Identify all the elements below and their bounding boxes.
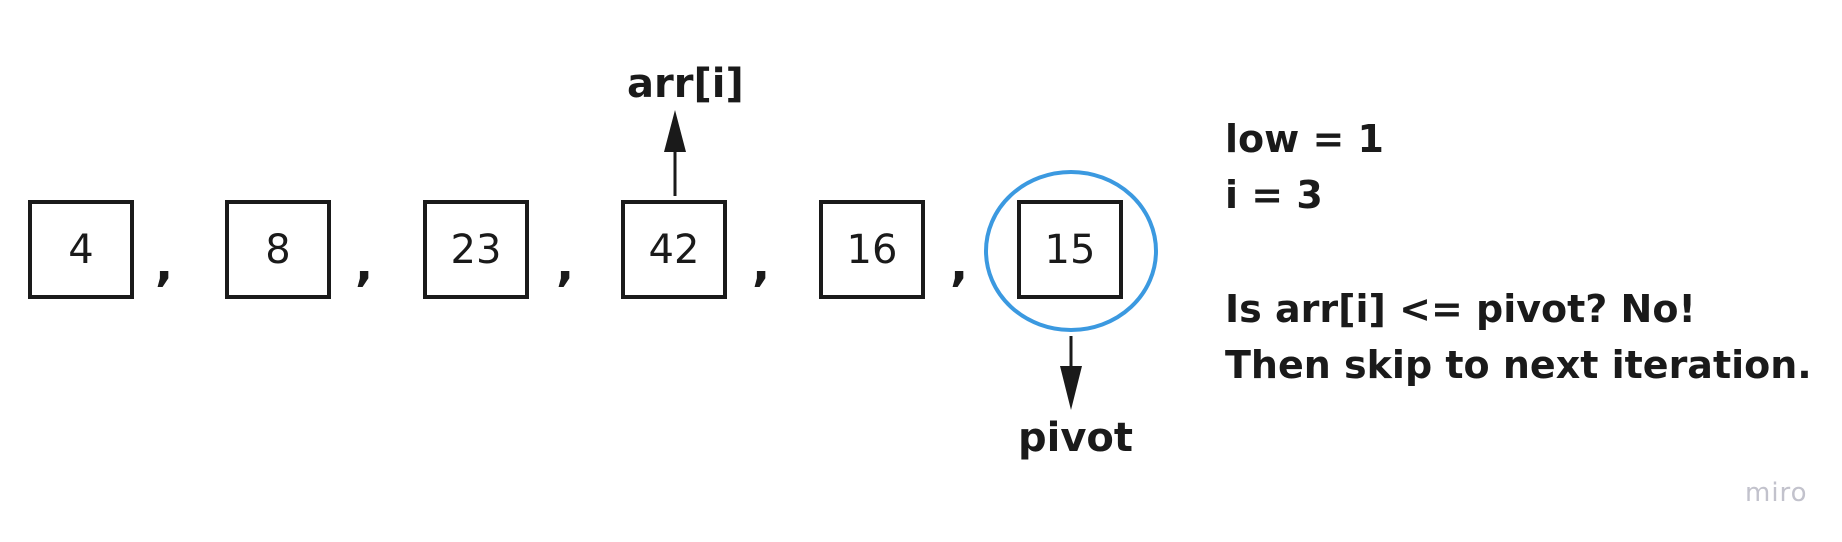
array-cell-1: 8 <box>225 200 331 299</box>
array-cell-3: 42 <box>621 200 727 299</box>
arr-i-label: arr[i] <box>627 61 744 107</box>
array-cell-4: 16 <box>819 200 925 299</box>
array-cell-2: 23 <box>423 200 529 299</box>
array-separator: , <box>355 236 374 292</box>
array-cell-pivot: 15 <box>1017 200 1123 299</box>
info-action: Then skip to next iteration. <box>1225 343 1812 387</box>
array-cell-0: 4 <box>28 200 134 299</box>
array-separator: , <box>155 236 174 292</box>
info-low: low = 1 <box>1225 117 1384 161</box>
arr-i-arrow <box>664 110 686 196</box>
pivot-arrow <box>1060 336 1082 410</box>
pivot-label: pivot <box>1018 415 1134 461</box>
array-separator: , <box>556 236 575 292</box>
info-question: Is arr[i] <= pivot? No! <box>1225 287 1696 331</box>
array-separator: , <box>752 236 771 292</box>
pivot-highlight-circle <box>984 170 1158 332</box>
array-separator: , <box>950 236 969 292</box>
info-i: i = 3 <box>1225 173 1323 217</box>
miro-watermark: miro <box>1745 478 1808 508</box>
